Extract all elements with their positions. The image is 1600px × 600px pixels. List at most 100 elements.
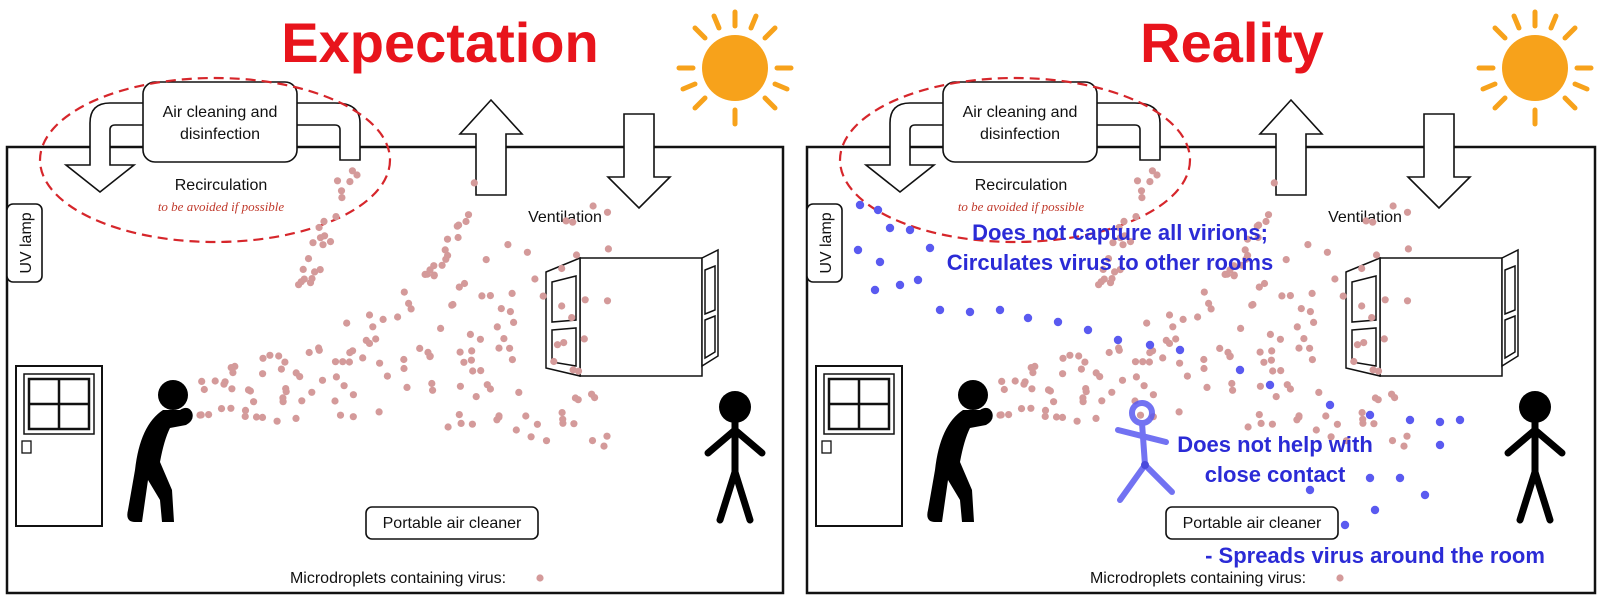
droplet [482,256,490,264]
sun-icon [1476,9,1594,127]
droplet [365,339,374,347]
droplet [468,347,476,355]
droplet [1029,369,1037,377]
droplet [1371,394,1379,402]
droplet [1143,319,1151,327]
droplet [258,413,267,421]
droplet [569,218,577,226]
droplet [1146,178,1154,186]
droplet [407,305,415,313]
recirculation-label: Recirculation [175,177,267,194]
droplet [198,377,206,385]
droplet [580,335,588,343]
droplet [559,419,567,427]
panel-reality: Reality Air cleaning and [805,9,1597,595]
droplet [464,211,473,219]
uv-lamp-label: UV lamp [18,212,35,273]
virion [995,305,1005,315]
droplet [340,382,348,390]
droplet [455,283,463,291]
droplet [1175,408,1183,416]
droplet [338,194,346,202]
droplet [1111,268,1119,276]
portable-air-cleaner-label: Portable air cleaner [383,515,522,532]
virion [1340,520,1350,530]
droplet [250,398,258,406]
annotation-capture-1: Does not capture all virions; [972,220,1268,245]
annotation-capture-2: Circulates virus to other rooms [947,250,1273,275]
droplet [281,358,289,366]
virion [1395,473,1405,483]
droplet [228,385,236,393]
uv-lamp-icon [806,203,843,283]
annotation-contact-1: Does not help with [1177,432,1373,457]
droplet [1138,194,1146,202]
droplet [1254,233,1262,242]
droplet [372,335,380,343]
droplet [603,208,612,216]
droplet [1276,335,1284,343]
droplet [1145,358,1153,366]
droplet [527,433,535,441]
droplet [478,292,486,300]
droplet [444,251,452,260]
droplet [1269,367,1277,375]
droplet [1362,217,1370,225]
droplet [453,222,461,230]
droplet [504,241,512,249]
droplet [1017,405,1026,413]
droplet [1310,318,1318,326]
droplet [468,420,476,428]
virion [885,223,895,233]
droplet [394,313,402,321]
droplet [332,373,340,381]
droplet [379,315,387,323]
droplet [1183,372,1191,380]
droplet [424,348,432,356]
droplet [343,319,351,327]
droplet [241,412,249,420]
droplet [1359,419,1367,427]
droplet [1115,223,1123,232]
droplet [1041,412,1049,420]
droplet [345,358,353,366]
droplet [1403,297,1412,305]
virion [925,243,935,253]
droplet [227,404,235,412]
droplet [469,367,477,375]
droplet [197,411,205,419]
droplet [405,299,413,307]
window-icon [1345,248,1519,377]
droplet [1350,357,1358,366]
escaped-virion-cloud [853,200,1465,530]
droplet [1207,305,1215,313]
droplet [1256,382,1264,390]
droplet [1000,385,1008,394]
annotation-contact-2: close contact [1205,462,1346,487]
droplet [462,217,470,226]
virion [1405,415,1415,425]
droplet [456,382,464,390]
droplet [400,288,408,296]
droplet [1315,388,1323,396]
droplet [522,412,530,420]
droplet [1304,241,1312,249]
window-icon [545,248,719,377]
droplet [539,292,547,300]
droplet [1139,358,1147,366]
droplet [542,437,551,445]
droplet [316,266,324,274]
droplet [331,397,339,405]
droplet [1165,339,1174,347]
recirculation-note: to be avoided if possible [958,199,1085,214]
droplet [550,357,558,366]
virion [873,205,883,215]
virion [913,275,923,285]
droplet [346,178,354,186]
virion [1435,440,1445,450]
recirculation-ellipse [838,76,1192,244]
droplet [231,362,239,370]
droplet [508,356,516,364]
air-cleaning-label: Air cleaning and [163,104,278,121]
droplet [229,369,237,377]
